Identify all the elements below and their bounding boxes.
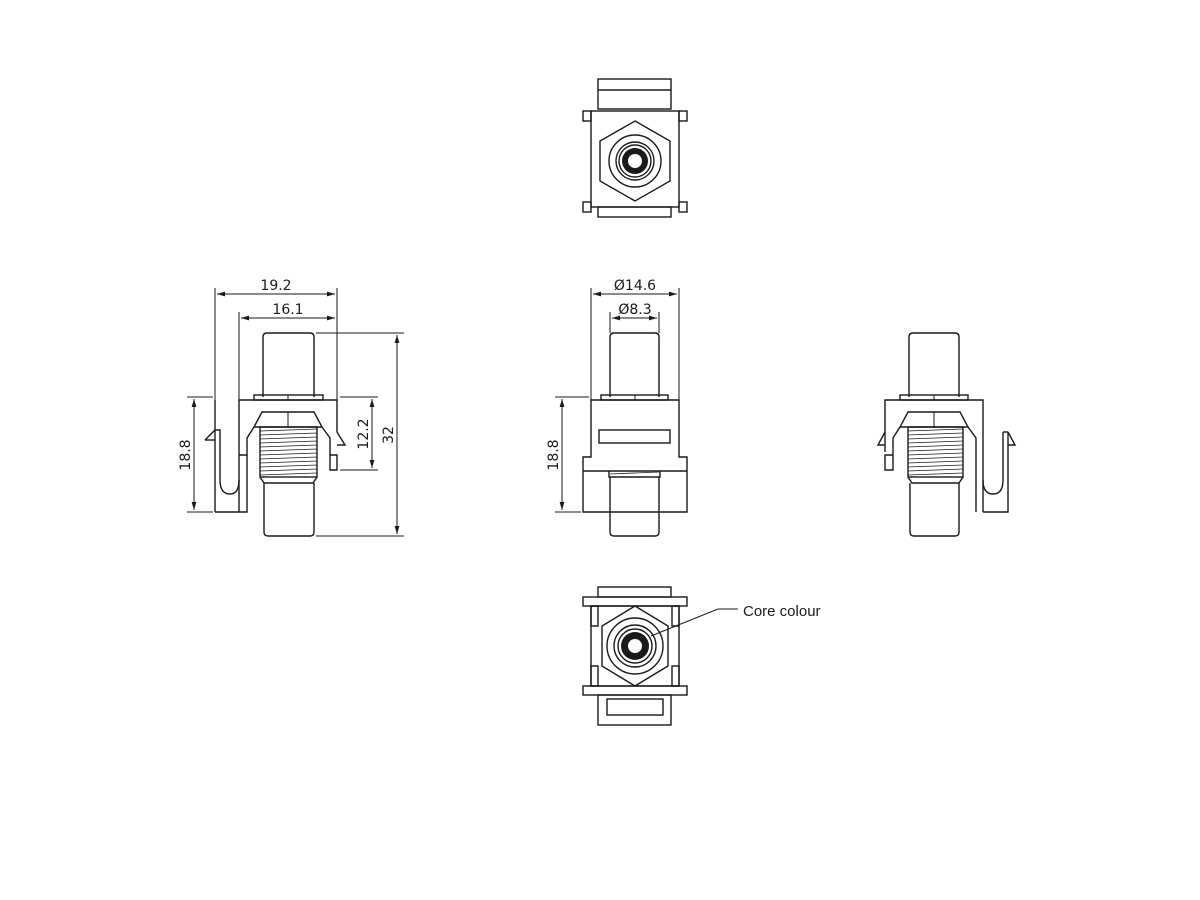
dim-width-overall: 19.2	[260, 278, 291, 294]
bottom-view: Core colour	[582, 586, 821, 726]
front-view: Ø14.6 Ø8.3 18.8	[546, 278, 688, 537]
top-view	[582, 78, 688, 218]
dim-body-height-front: 18.8	[546, 439, 562, 470]
dim-width-inner: 16.1	[272, 302, 303, 318]
thread-lines-right	[907, 428, 964, 476]
right-side-view	[876, 332, 1017, 537]
core-colour-label: Core colour	[743, 603, 821, 620]
dim-diameter-outer: Ø14.6	[614, 278, 656, 294]
dim-height-overall: 32	[381, 426, 397, 444]
dim-latch-height: 12.2	[356, 418, 372, 449]
thread-lines	[259, 428, 318, 476]
left-side-view: 19.2 16.1 32 12.2 18.8	[178, 278, 404, 537]
dim-diameter-inner: Ø8.3	[618, 302, 651, 318]
dim-body-height-left: 18.8	[178, 439, 194, 470]
